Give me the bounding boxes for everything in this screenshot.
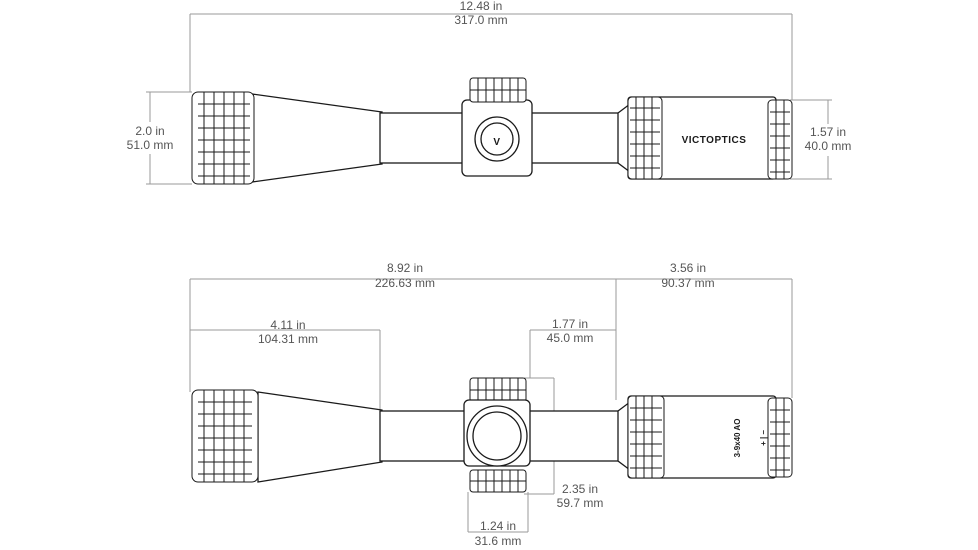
objective-diameter-mm: 51.0 mm bbox=[127, 138, 174, 152]
brand-label: VICTOPTICS bbox=[682, 135, 747, 146]
side-view: 8.92 in 226.63 mm 3.56 in 90.37 mm 4.11 … bbox=[189, 261, 793, 548]
overall-length-in: 12.48 in bbox=[460, 0, 503, 13]
side-magnification-knurling bbox=[630, 396, 662, 478]
objective-diameter-in: 2.0 in bbox=[135, 124, 164, 138]
front-to-turret-in: 8.92 in bbox=[387, 261, 423, 275]
model-label: 3-9x40 AO bbox=[733, 419, 742, 458]
turret-height-in: 2.35 in bbox=[562, 482, 598, 496]
turret-to-rear-mm: 90.37 mm bbox=[661, 276, 714, 290]
side-top-turret-knurling bbox=[470, 378, 526, 402]
objective-length-mm: 104.31 mm bbox=[258, 332, 318, 346]
overall-length-mm: 317.0 mm bbox=[454, 13, 507, 27]
eyepiece-diameter-in: 1.57 in bbox=[810, 125, 846, 139]
turret-height-mm: 59.7 mm bbox=[557, 496, 604, 510]
objective-length-in: 4.11 in bbox=[270, 318, 305, 332]
turret-offset-mm: 45.0 mm bbox=[547, 331, 594, 345]
diopter-knurling bbox=[770, 100, 790, 179]
turret-width-in: 1.24 in bbox=[480, 519, 516, 533]
top-view: 12.48 in 317.0 mm 2.0 in 51.0 mm 1.57 in… bbox=[127, 0, 852, 185]
diopter-marks: + | – bbox=[759, 430, 768, 446]
scope-side-body: 3-9x40 AO + | – bbox=[191, 377, 793, 493]
turret-logo-letter: V bbox=[493, 137, 500, 148]
front-to-turret-mm: 226.63 mm bbox=[375, 276, 435, 290]
eyepiece-diameter-mm: 40.0 mm bbox=[805, 139, 852, 153]
side-objective-knurling bbox=[198, 390, 252, 482]
elevation-turret-knurling bbox=[470, 78, 526, 102]
scope-top-body: V VICTOPTICS bbox=[191, 77, 793, 185]
turret-to-rear-in: 3.56 in bbox=[670, 261, 706, 275]
turret-width-mm: 31.6 mm bbox=[475, 534, 522, 548]
objective-knurling bbox=[198, 92, 250, 184]
side-diopter-knurling bbox=[770, 398, 790, 477]
turret-offset-in: 1.77 in bbox=[552, 317, 588, 331]
magnification-knurling bbox=[630, 97, 660, 179]
side-bottom-turret-knurling bbox=[470, 470, 526, 492]
